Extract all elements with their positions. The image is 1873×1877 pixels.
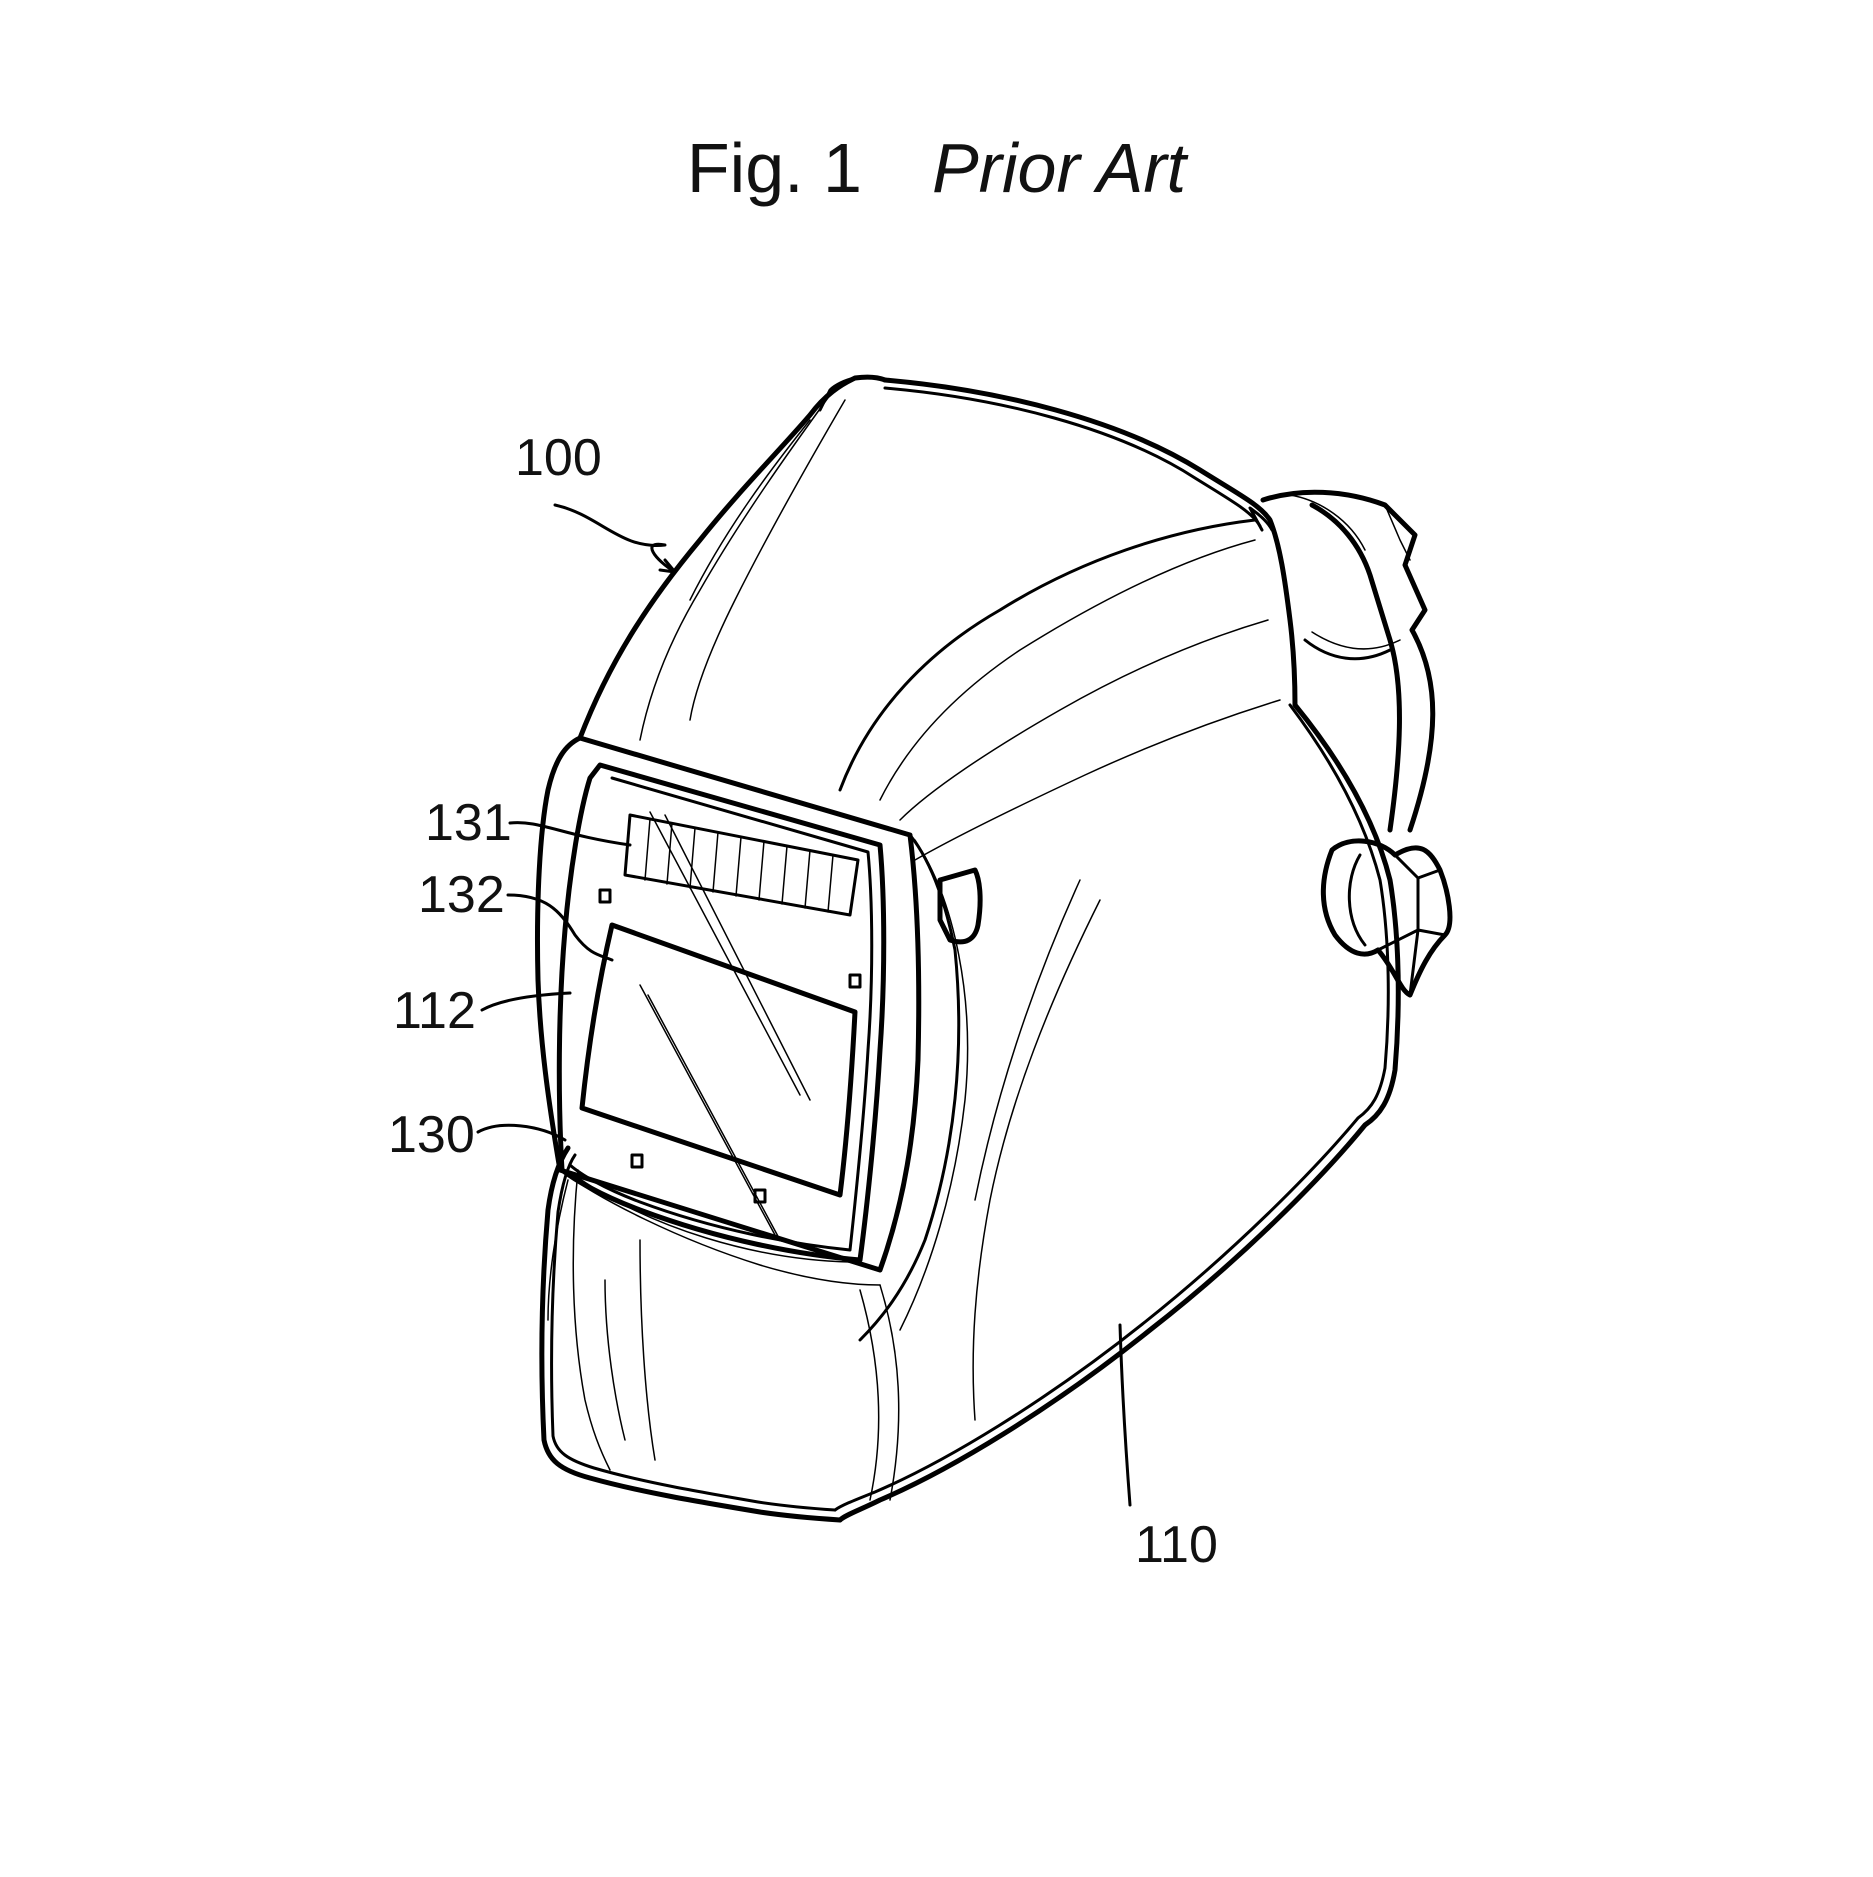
label-110: 110 xyxy=(1135,1516,1218,1574)
figure-title: Fig. 1 xyxy=(686,129,862,207)
front-panel xyxy=(535,735,1101,1501)
helmet-shell xyxy=(539,377,1401,1523)
cartridge-frame xyxy=(556,762,887,1263)
label-131: 131 xyxy=(425,794,512,852)
leader-lines xyxy=(476,503,1132,1507)
label-132: 132 xyxy=(418,866,505,924)
label-130: 130 xyxy=(388,1106,475,1164)
label-100: 100 xyxy=(515,429,602,487)
reference-labels: 100 131 132 112 130 110 xyxy=(388,429,1218,1574)
headgear xyxy=(1260,489,1436,833)
helmet-crown xyxy=(577,374,1281,861)
figure-subtitle: Prior Art xyxy=(931,129,1187,207)
label-112: 112 xyxy=(393,982,476,1040)
figure-title-line: Fig. 1 Prior Art xyxy=(0,128,1873,208)
